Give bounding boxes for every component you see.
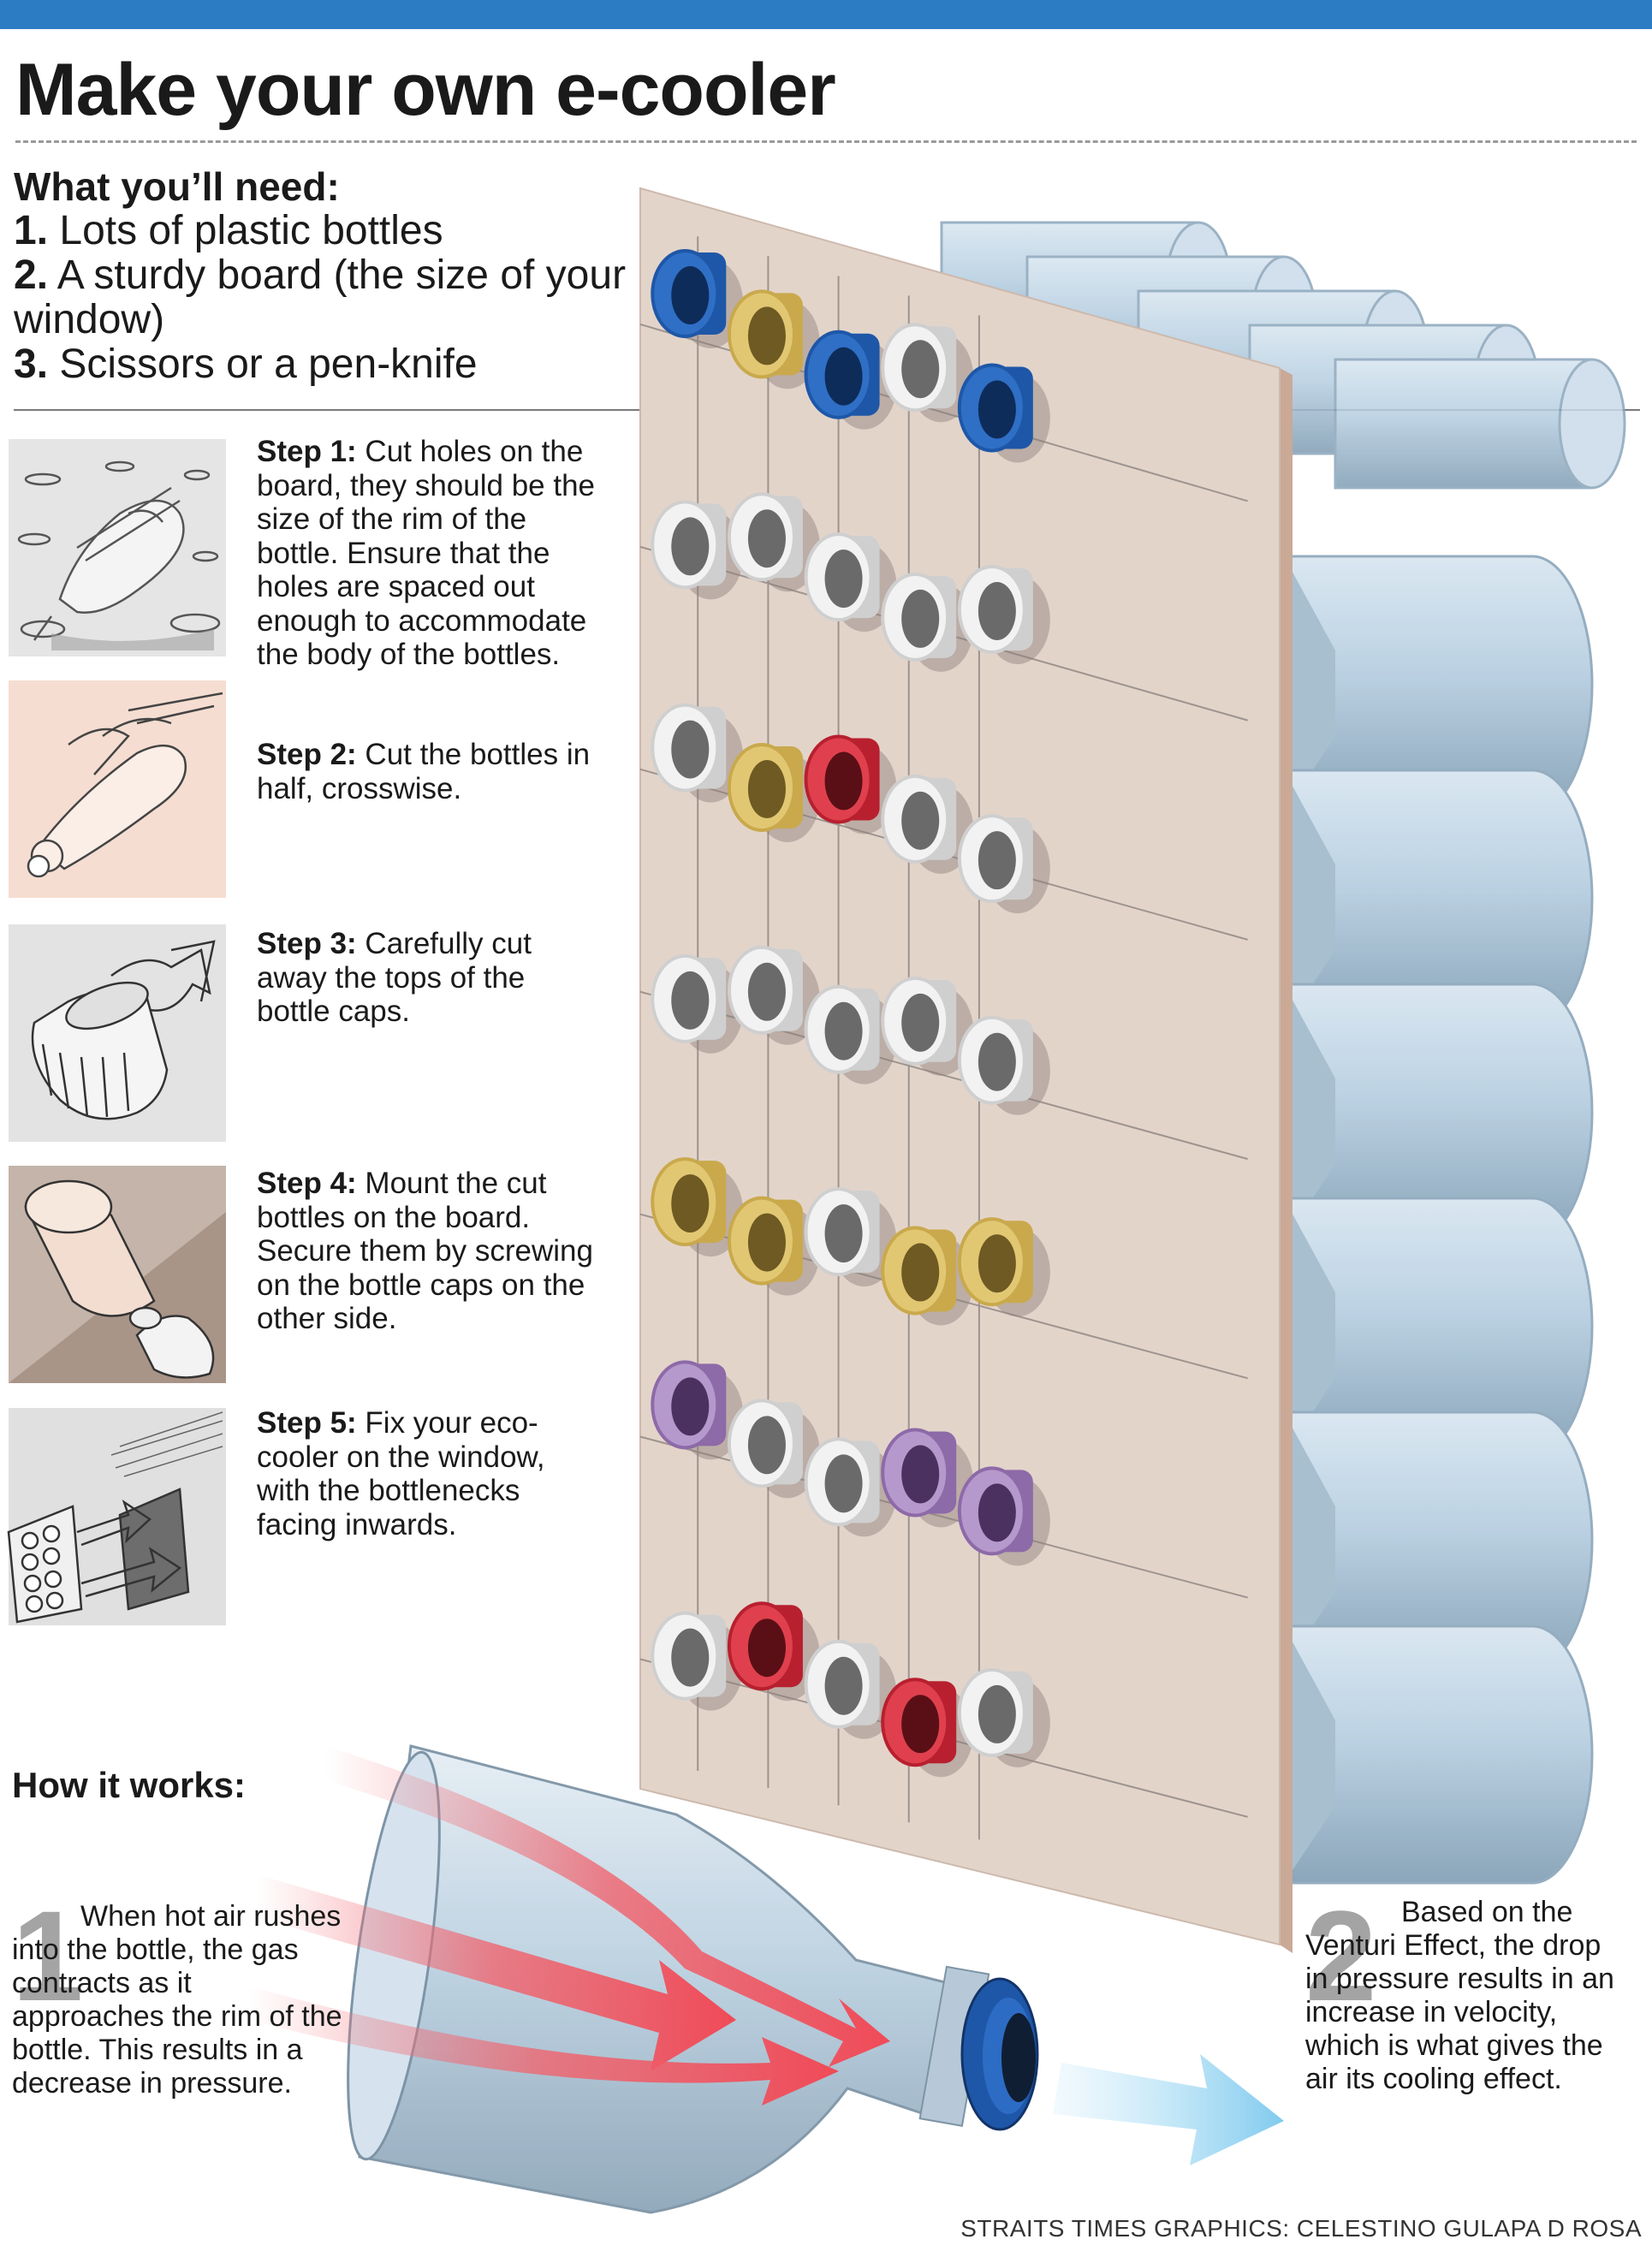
bottle-cap — [957, 1217, 1050, 1317]
bottle-cap — [957, 1015, 1050, 1115]
bottle-cap — [651, 1360, 744, 1460]
how-step-1-number: 1 — [12, 1884, 84, 2028]
step-5-illustration — [7, 1408, 226, 1625]
step-2-illustration — [9, 680, 226, 898]
how-step-2-number: 2 — [1305, 1884, 1377, 2028]
bottle-cap — [804, 1639, 897, 1739]
accent-bar — [0, 0, 1652, 29]
step-4-illustration — [9, 1166, 226, 1383]
bottle-cap — [651, 249, 744, 349]
bottle-cap — [727, 1196, 820, 1296]
bottle-cap — [957, 363, 1050, 463]
bottle-cap — [804, 984, 897, 1084]
bottle-cap — [727, 492, 820, 592]
bottle-cap — [957, 1466, 1050, 1566]
bottle-cap — [881, 1678, 974, 1778]
requirements-heading: What you’ll need: — [14, 164, 340, 209]
bottle-cap — [881, 1226, 974, 1326]
bottle-cap — [881, 1428, 974, 1528]
bottle-cap — [804, 330, 897, 430]
bottle-cap — [651, 500, 744, 600]
step-2-text: Step 2: Cut the bottles in half, crosswi… — [257, 738, 591, 805]
bottle-cap — [804, 1187, 897, 1287]
bottle-bodies-right — [1282, 555, 1594, 1885]
page-title: Make your own e-cooler — [15, 49, 836, 131]
title-divider — [15, 140, 1637, 143]
how-step-2-text: Based on the Venturi Effect, the drop in… — [1305, 1896, 1614, 2095]
step-3-text: Step 3: Carefully cut away the tops of t… — [257, 927, 532, 1028]
bottle-cap — [651, 703, 744, 803]
bottle-cap — [651, 953, 744, 1054]
bottle-cap — [727, 1601, 820, 1702]
step-1-illustration — [9, 439, 226, 656]
bottle-cap — [804, 1437, 897, 1537]
big-bottle-cap — [960, 1977, 1039, 2131]
graphics-credit: STRAITS TIMES GRAPHICS: CELESTINO GULAPA… — [960, 2215, 1642, 2242]
how-it-works-heading: How it works: — [12, 1765, 247, 1805]
requirement-item: 1. Lots of plastic bottles — [14, 208, 443, 253]
requirement-item: 3. Scissors or a pen-knife — [14, 342, 478, 387]
bottle-cap — [957, 1667, 1050, 1767]
bottle-cap — [727, 289, 820, 389]
how-step-1-text: When hot air rushes into the bottle, the… — [12, 1900, 342, 2100]
cool-air-arrow — [1053, 2054, 1284, 2165]
step-3-illustration — [9, 924, 226, 1142]
bottle-cap — [881, 976, 974, 1076]
step-1-text: Step 1: Cut holes on the board, they sho… — [257, 435, 596, 671]
bottle-cap — [804, 532, 897, 633]
bottle-cap — [881, 774, 974, 874]
bottle-cap — [727, 1399, 820, 1499]
bottle-cap — [651, 1157, 744, 1257]
bottle-cap — [957, 564, 1050, 664]
bottle-cap — [651, 1611, 744, 1711]
requirements-list: What you’ll need: 1. Lots of plastic bot… — [14, 164, 630, 387]
bottle-cap — [881, 323, 974, 423]
bottle-cap — [881, 572, 974, 672]
bottle-caps — [651, 249, 1050, 1778]
bottle-cap — [727, 945, 820, 1045]
bottle-cap — [727, 742, 820, 842]
requirement-item: 2. A sturdy board (the size of your wind… — [14, 252, 627, 342]
step-4-text: Step 4: Mount the cut bottles on the boa… — [257, 1167, 593, 1335]
step-5-text: Step 5: Fix your eco-cooler on the windo… — [257, 1406, 545, 1541]
bottle-cap — [957, 814, 1050, 914]
hot-air-arrows — [248, 1746, 890, 2105]
bottle-cap — [804, 734, 897, 834]
